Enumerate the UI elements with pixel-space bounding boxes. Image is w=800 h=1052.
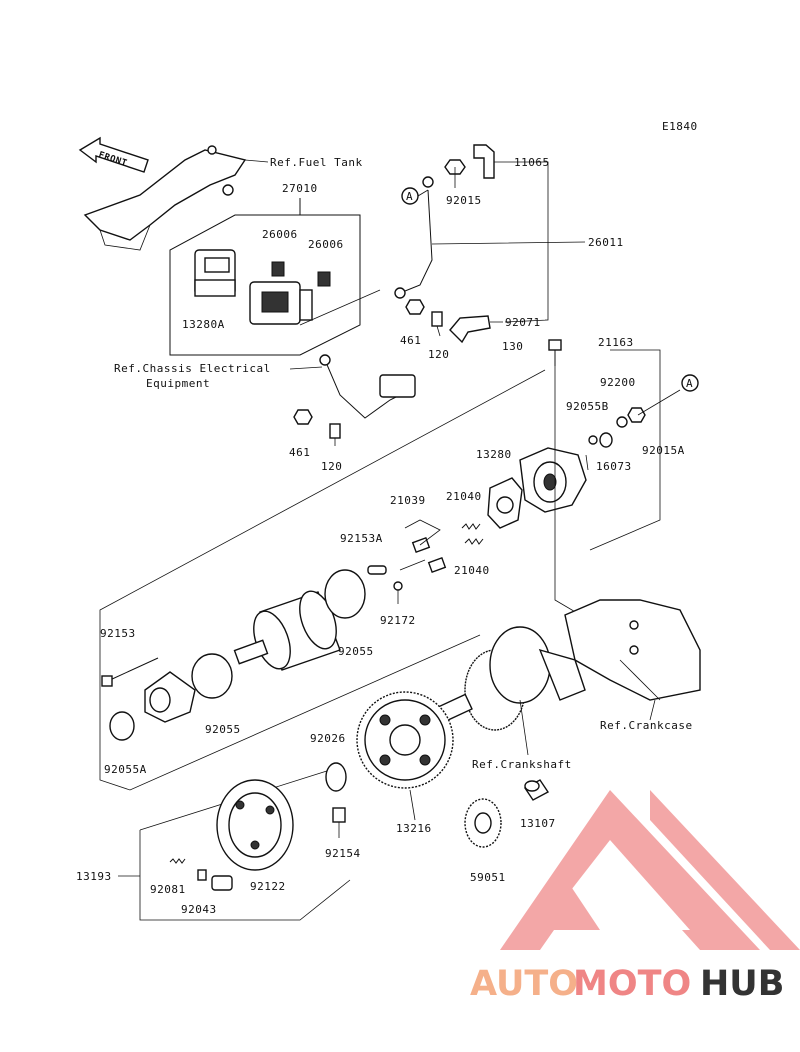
part-27010: 27010 bbox=[282, 182, 318, 195]
part-92154: 92154 bbox=[325, 847, 361, 860]
ref-crankcase: Ref.Crankcase bbox=[600, 719, 693, 732]
fuel-tank-bracket bbox=[83, 145, 269, 251]
nut-461-a bbox=[405, 299, 425, 315]
part-21040b: 21040 bbox=[454, 564, 490, 577]
part-59051: 59051 bbox=[470, 871, 506, 884]
spring-21040-a bbox=[461, 523, 481, 530]
terminal-cap-92071 bbox=[449, 315, 491, 344]
bolt-120-a bbox=[431, 311, 443, 337]
relay-13280A bbox=[194, 249, 236, 297]
front-arrow-icon: FRONT bbox=[78, 136, 149, 173]
starter-cable-26011 bbox=[394, 176, 434, 299]
part-92055A: 92055A bbox=[104, 763, 147, 776]
bolt-120-b bbox=[329, 423, 341, 446]
ground-cable bbox=[319, 354, 416, 419]
diagram-code: E1840 bbox=[662, 120, 698, 133]
washer-92026 bbox=[325, 762, 347, 792]
part-21040a: 21040 bbox=[446, 490, 482, 503]
part-92026: 92026 bbox=[310, 732, 346, 745]
part-13280: 13280 bbox=[476, 448, 512, 461]
fuse-26006-a bbox=[271, 261, 285, 277]
cap-92043 bbox=[197, 869, 207, 881]
part-92172: 92172 bbox=[380, 614, 416, 627]
oring-92055A bbox=[109, 711, 135, 741]
fuse-26006-b bbox=[317, 271, 331, 287]
oring-92055B bbox=[588, 435, 598, 445]
starter-clutch-13193 bbox=[216, 779, 294, 871]
part-92043: 92043 bbox=[181, 903, 217, 916]
bolt-92153A bbox=[367, 565, 387, 575]
terminal-cap-11065 bbox=[473, 144, 495, 179]
part-16073: 16073 bbox=[596, 460, 632, 473]
end-cover-21163 bbox=[519, 432, 613, 513]
brand-moto: MOTO bbox=[573, 964, 691, 1004]
idle-gear-59051 bbox=[464, 798, 502, 848]
part-92055a: 92055 bbox=[338, 645, 374, 658]
svg-text:A: A bbox=[406, 190, 413, 203]
bolt-92154 bbox=[332, 807, 346, 838]
bolt-130 bbox=[548, 339, 562, 366]
ref-fuel-tank: Ref.Fuel Tank bbox=[270, 156, 363, 169]
ref-chassis-line2: Equipment bbox=[146, 377, 210, 390]
part-92200: 92200 bbox=[600, 376, 636, 389]
starter-clutch-gear-13216 bbox=[356, 691, 454, 789]
part-21039: 21039 bbox=[390, 494, 426, 507]
part-92015: 92015 bbox=[446, 194, 482, 207]
brush-set-21039 bbox=[399, 519, 447, 573]
part-92081: 92081 bbox=[150, 883, 186, 896]
part-13107: 13107 bbox=[520, 817, 556, 830]
bolt-92153 bbox=[101, 657, 159, 687]
automotohub-logo bbox=[500, 790, 800, 950]
part-461b: 461 bbox=[289, 446, 310, 459]
brand-hub: HUB bbox=[700, 964, 784, 1004]
part-92055B: 92055B bbox=[566, 400, 609, 413]
front-cover bbox=[144, 671, 196, 723]
callout-a-top: A bbox=[401, 187, 429, 205]
part-92055b: 92055 bbox=[205, 723, 241, 736]
washer-92200 bbox=[616, 416, 628, 428]
svg-text:A: A bbox=[686, 377, 693, 390]
part-26006b: 26006 bbox=[308, 238, 344, 251]
part-11065: 11065 bbox=[514, 156, 550, 169]
starter-relay bbox=[249, 281, 313, 325]
roller-92122 bbox=[211, 875, 233, 891]
shaft-13107 bbox=[523, 779, 550, 801]
ref-crankshaft: Ref.Crankshaft bbox=[472, 758, 572, 771]
crankcase bbox=[564, 599, 701, 701]
nut-92015A bbox=[627, 407, 646, 423]
oring-92055-a bbox=[324, 569, 366, 619]
spring-21040-b bbox=[464, 538, 484, 545]
part-26006a: 26006 bbox=[262, 228, 298, 241]
part-21163: 21163 bbox=[598, 336, 634, 349]
brush-holder-13280 bbox=[487, 477, 523, 529]
part-13216: 13216 bbox=[396, 822, 432, 835]
part-26011: 26011 bbox=[588, 236, 624, 249]
spring-92081 bbox=[169, 858, 186, 864]
oring-92055-b bbox=[191, 653, 233, 699]
nut-461-b bbox=[293, 409, 313, 425]
brand-auto: AUTO bbox=[470, 964, 578, 1004]
part-92071: 92071 bbox=[505, 316, 541, 329]
screw-92172 bbox=[393, 581, 403, 604]
part-92122: 92122 bbox=[250, 880, 286, 893]
part-120a: 120 bbox=[428, 348, 449, 361]
part-461a: 461 bbox=[400, 334, 421, 347]
part-13280A: 13280A bbox=[182, 318, 225, 331]
automotohub-wordmark: AUTO MOTO HUB bbox=[470, 964, 784, 1004]
part-130: 130 bbox=[502, 340, 523, 353]
ref-chassis-line1: Ref.Chassis Electrical bbox=[114, 362, 271, 375]
callout-a-right: A bbox=[681, 374, 699, 392]
part-92153A: 92153A bbox=[340, 532, 383, 545]
part-120b: 120 bbox=[321, 460, 342, 473]
part-92015A: 92015A bbox=[642, 444, 685, 457]
part-13193: 13193 bbox=[76, 870, 112, 883]
part-92153: 92153 bbox=[100, 627, 136, 640]
crankshaft bbox=[437, 626, 586, 731]
